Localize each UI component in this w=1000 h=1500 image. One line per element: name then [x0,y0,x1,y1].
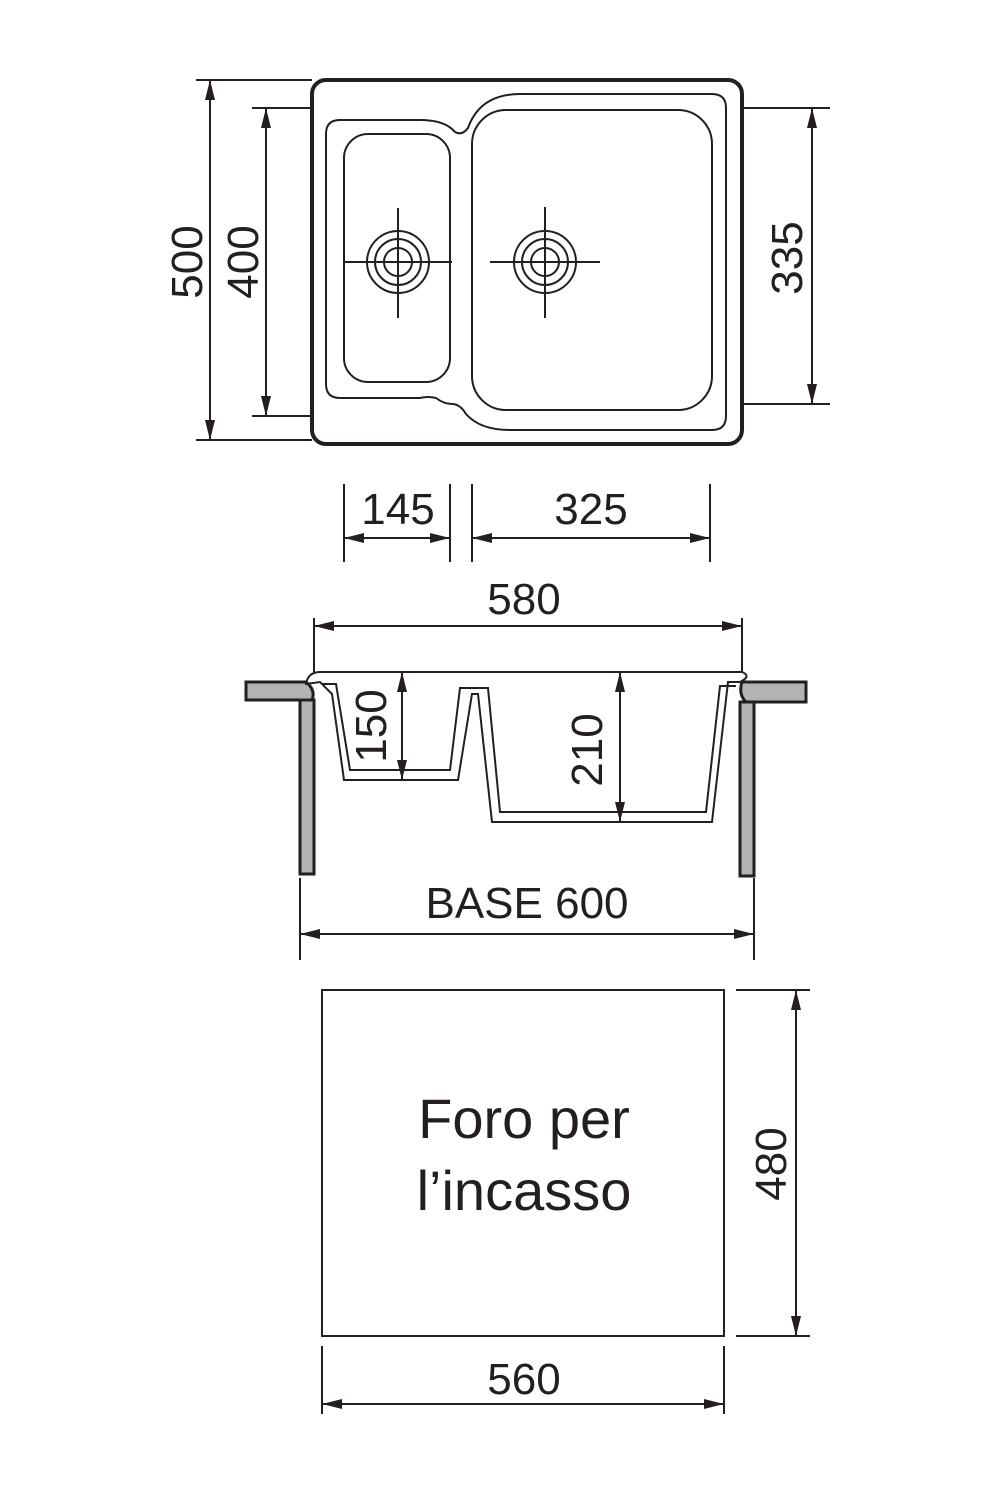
dimension-145: 145 [343,484,451,562]
dimension-580: 580 [313,575,743,672]
dimension-500-label: 500 [163,225,212,298]
dimension-400: 400 [219,107,312,417]
top-view: 500 400 335 145 325 [163,78,830,562]
large-bowl [471,109,713,411]
dimension-210-label: 210 [563,713,612,786]
large-drain-icon [490,207,600,318]
cutout-label-line1: Foro per [418,1087,630,1150]
sink-section-profile-outer [304,671,748,823]
dimension-210: 210 [563,672,625,822]
cutout-label-line2: l’incasso [417,1159,632,1222]
sink-inner-rim [325,93,727,431]
dimension-560-label: 560 [487,1355,560,1404]
section-view: 580 150 210 BASE 600 [244,575,808,960]
countertop-right [739,680,808,704]
dimension-335-label: 335 [763,221,812,294]
dimension-145-label: 145 [361,485,434,534]
dimension-150-label: 150 [347,689,396,762]
cabinet-panel-left [298,698,316,876]
sink-section-profile-inner [322,683,736,813]
cutout-rectangle [321,989,725,1337]
small-bowl [343,133,451,383]
countertop-left [244,680,315,702]
dimension-base-600-label: BASE 600 [425,879,628,928]
dimension-560: 560 [321,1346,725,1414]
dimension-500: 500 [163,79,312,441]
dimension-480-label: 480 [747,1127,796,1200]
cutout-view: Foro per l’incasso 480 560 [321,989,810,1414]
dimension-335: 335 [742,107,830,405]
sink-outline [310,78,744,446]
dimension-400-label: 400 [219,225,268,298]
dimension-480: 480 [736,989,810,1337]
dimension-325: 325 [471,484,711,562]
small-drain-icon [344,208,452,318]
dimension-325-label: 325 [554,485,627,534]
cabinet-panel-right [738,700,756,878]
dimension-150: 150 [347,672,407,780]
dimension-580-label: 580 [487,575,560,624]
dimension-base-600: BASE 600 [299,878,755,960]
